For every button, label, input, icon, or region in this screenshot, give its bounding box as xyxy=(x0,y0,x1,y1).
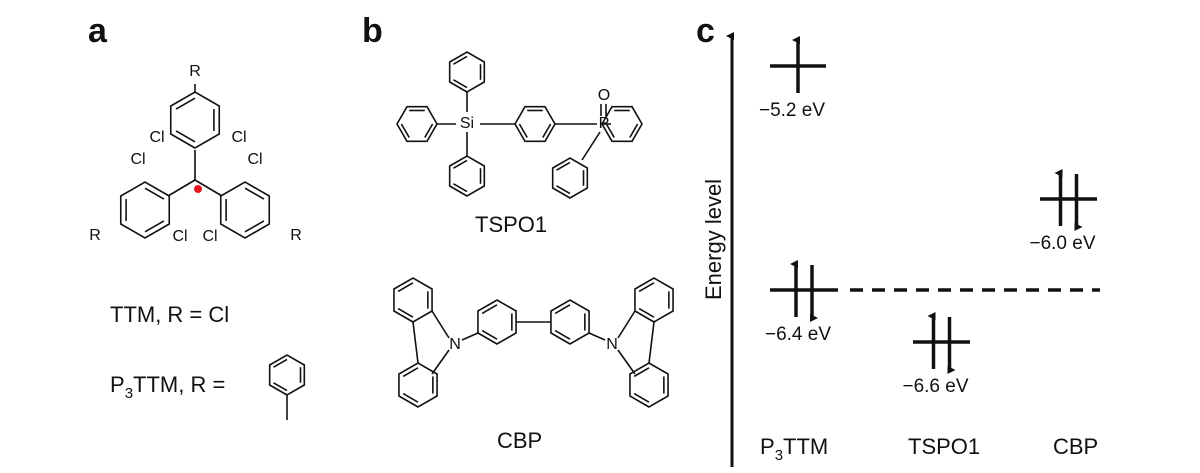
cl-label: Cl xyxy=(247,151,262,168)
double-bond xyxy=(638,307,655,318)
energy-value-label: −6.6 eV xyxy=(902,376,968,397)
double-bond xyxy=(244,220,265,233)
double-bond xyxy=(453,159,468,169)
double-bond xyxy=(453,79,468,89)
bond xyxy=(431,349,450,375)
panel-label-b: b xyxy=(362,12,383,50)
double-bond xyxy=(633,367,650,378)
double-bond xyxy=(481,304,498,315)
energy-levels: −5.2 eV −6.4 eV −6.6 eV −6.0 eV xyxy=(759,36,1100,397)
double-bond xyxy=(453,183,468,193)
energy-value-label: −5.2 eV xyxy=(759,100,825,121)
double-bond xyxy=(542,123,552,138)
benzene-ring xyxy=(219,181,271,239)
double-bond xyxy=(402,392,419,403)
benzene-ring xyxy=(514,105,556,143)
benzene-ring xyxy=(550,299,590,345)
benzene-ring xyxy=(393,277,433,323)
r-label: R xyxy=(290,227,302,244)
bond xyxy=(461,332,479,341)
benzene-ring xyxy=(448,51,486,93)
central-bond xyxy=(194,179,223,197)
benzene-ring xyxy=(629,362,669,408)
x-label-cbp: CBP xyxy=(1053,434,1098,459)
benzene-ring xyxy=(119,181,171,239)
double-bond xyxy=(556,161,571,171)
energy-axis-label: Energy level xyxy=(701,179,726,300)
double-bond xyxy=(144,187,165,200)
cl-label: Cl xyxy=(149,129,164,146)
double-bond xyxy=(244,187,265,200)
energy-value-label: −6.0 eV xyxy=(1029,233,1095,254)
cl-label: Cl xyxy=(202,228,217,245)
double-bond xyxy=(397,282,414,293)
radical-dot xyxy=(194,185,202,193)
x-label-p3ttm: P3TTM xyxy=(760,434,828,464)
o-label: O xyxy=(598,87,610,104)
fused-bond xyxy=(412,321,419,364)
benzene-ring xyxy=(268,354,306,396)
benzene-ring xyxy=(634,277,674,323)
central-bond xyxy=(167,179,196,197)
n-label: N xyxy=(606,336,618,353)
double-bond xyxy=(400,123,410,138)
benzene-ring xyxy=(477,299,517,345)
double-bond xyxy=(556,185,571,195)
p3ttm-caption: P3TTM, R = xyxy=(110,372,225,402)
double-bond xyxy=(554,329,571,340)
bond xyxy=(617,310,636,339)
double-bond xyxy=(518,123,528,138)
double-bond xyxy=(424,123,434,138)
energy-value-label: −6.4 eV xyxy=(765,324,831,345)
panel-label-c: c xyxy=(696,12,715,50)
ttm-caption: TTM, R = Cl xyxy=(110,302,229,327)
benzene-ring xyxy=(169,91,221,149)
double-bond xyxy=(144,220,165,233)
cl-label: Cl xyxy=(130,151,145,168)
bond xyxy=(581,131,601,161)
double-bond xyxy=(638,282,655,293)
double-bond xyxy=(273,382,288,392)
double-bond xyxy=(402,367,419,378)
double-bond xyxy=(175,130,196,143)
double-bond xyxy=(175,97,196,110)
double-bond xyxy=(633,392,650,403)
cl-label: Cl xyxy=(231,129,246,146)
panel-label-a: a xyxy=(88,12,108,50)
cbp-caption: CBP xyxy=(497,428,542,453)
si-label: Si xyxy=(460,115,474,132)
double-bond xyxy=(397,307,414,318)
x-label-tspo1: TSPO1 xyxy=(908,434,980,459)
benzene-ring xyxy=(398,362,438,408)
benzene-ring xyxy=(396,105,438,143)
double-bond xyxy=(629,123,639,138)
double-bond xyxy=(453,55,468,65)
double-bond xyxy=(605,123,615,138)
double-bond xyxy=(273,358,288,368)
bond xyxy=(588,332,606,341)
fused-bond xyxy=(648,321,655,364)
r-label: R xyxy=(89,227,101,244)
benzene-ring xyxy=(551,157,589,199)
benzene-ring xyxy=(448,155,486,197)
bond xyxy=(431,310,450,339)
double-bond xyxy=(481,329,498,340)
phenyl-substituent-icon xyxy=(268,354,306,420)
r-label: R xyxy=(189,63,201,80)
tspo1-caption: TSPO1 xyxy=(475,212,547,237)
bond xyxy=(617,349,636,375)
double-bond xyxy=(554,304,571,315)
cl-label: Cl xyxy=(172,228,187,245)
n-label: N xyxy=(449,336,461,353)
